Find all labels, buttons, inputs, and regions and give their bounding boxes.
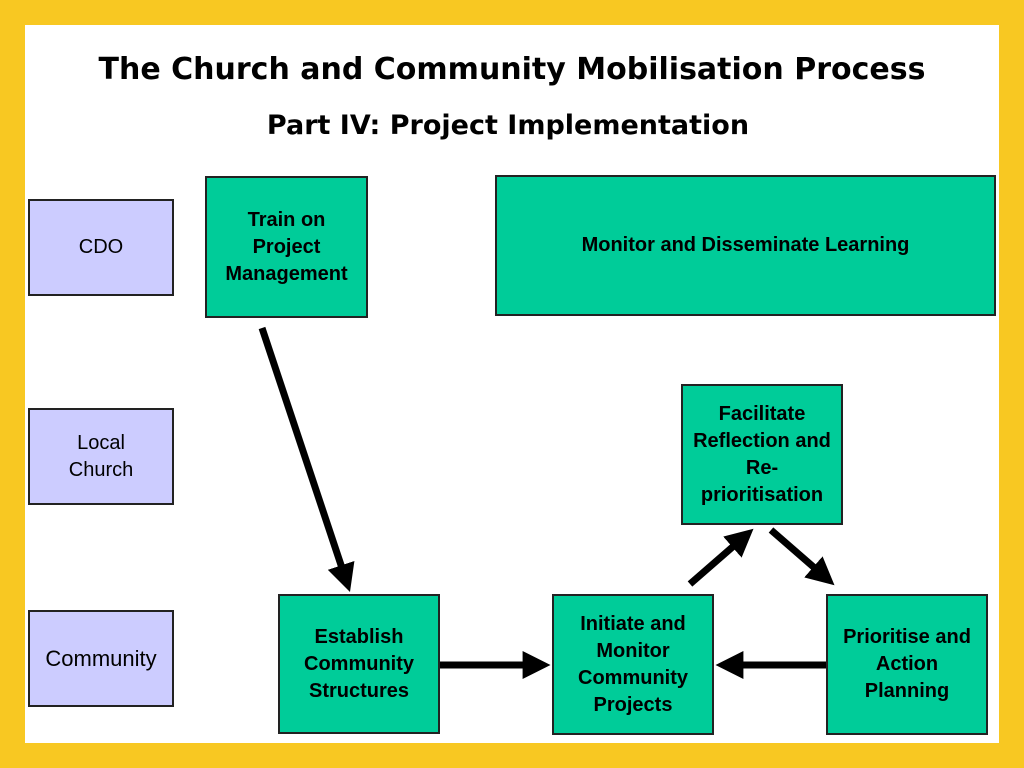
arrow-initiate-to-facilitate — [687, 528, 754, 587]
lane-cdo: CDO — [28, 199, 174, 296]
lane-local-church: Local Church — [28, 408, 174, 505]
step-train-on-project-management: Train on Project Management — [205, 176, 368, 318]
lane-community: Community — [28, 610, 174, 707]
step-monitor-and-disseminate-learning: Monitor and Disseminate Learning — [495, 175, 996, 316]
arrow-facilitate-to-prioritise — [768, 527, 835, 586]
step-facilitate-reflection: Facilitate Reflection and Re-prioritisat… — [681, 384, 843, 525]
step-prioritise-and-action-planning: Prioritise and Action Planning — [826, 594, 988, 735]
arrow-train-to-establish — [258, 326, 355, 592]
step-initiate-and-monitor-projects: Initiate and Monitor Community Projects — [552, 594, 714, 735]
step-establish-community-structures: Establish Community Structures — [278, 594, 440, 734]
page-subtitle: Part IV: Project Implementation — [266, 110, 750, 141]
page-title: The Church and Community Mobilisation Pr… — [98, 52, 926, 87]
